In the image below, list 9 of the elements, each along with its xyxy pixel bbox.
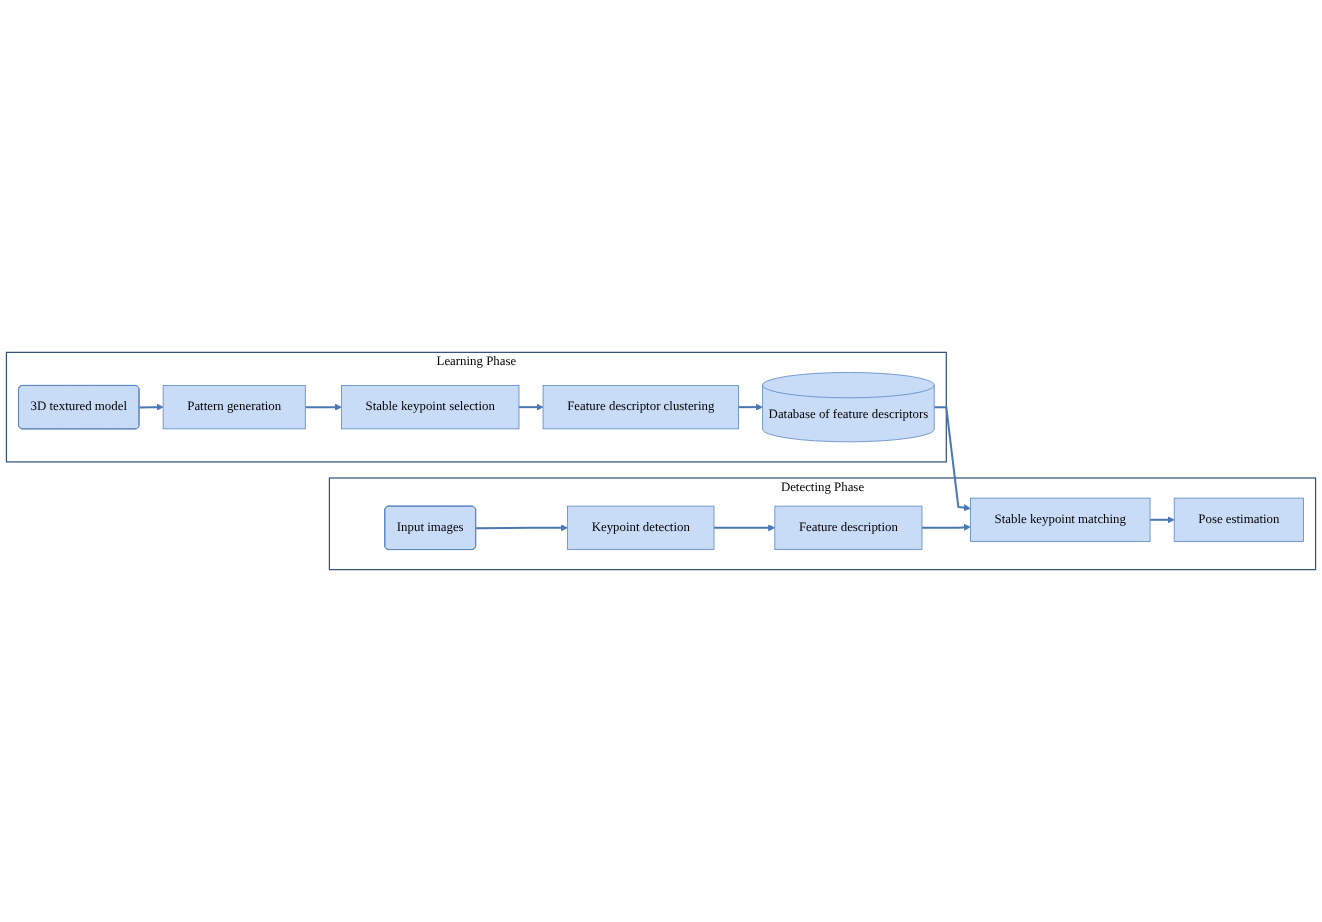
arrow — [139, 403, 164, 411]
arrow — [305, 403, 342, 411]
arrow — [738, 403, 763, 411]
arrow — [519, 403, 544, 411]
arrow — [1150, 516, 1175, 524]
arrow — [476, 524, 568, 532]
arrow — [934, 406, 971, 512]
arrow — [922, 523, 971, 531]
arrow — [714, 524, 776, 532]
